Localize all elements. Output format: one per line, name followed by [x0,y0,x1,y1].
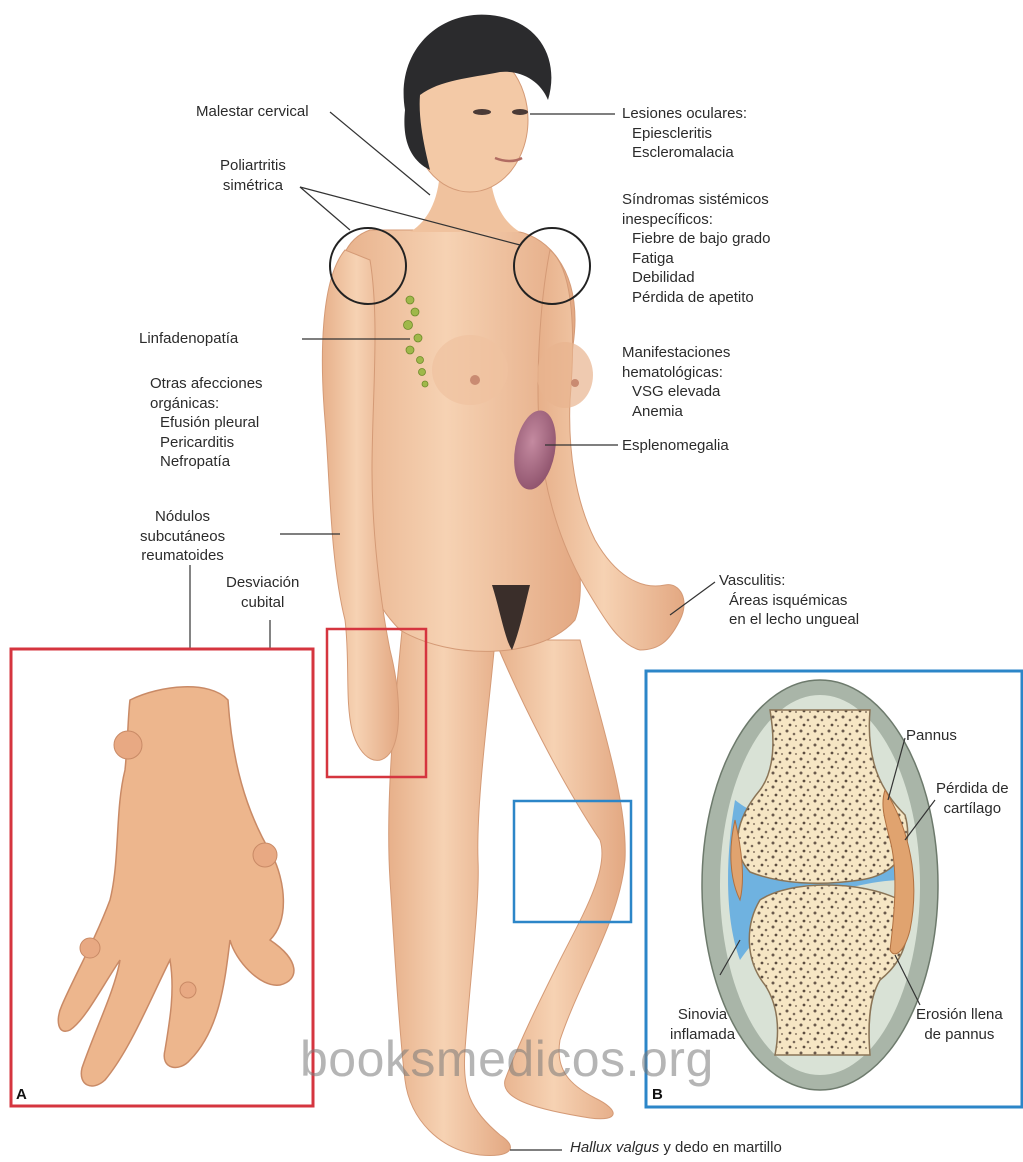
human-figure [322,15,684,1156]
manif-title-line2: hematológicas: [622,363,730,383]
otras-item: Pericarditis [150,433,263,453]
sindromas-item: Fatiga [622,249,770,269]
label-desviacion-cubital: Desviación cubital [226,573,299,612]
otras-title-line1: Otras afecciones [150,374,263,394]
vasculitis-item: Áreas isquémicas [719,591,859,611]
otras-title-line2: orgánicas: [150,394,263,414]
nodulos-line: Nódulos [140,507,225,527]
vasculitis-item: en el lecho ungueal [719,610,859,630]
sindromas-item: Debilidad [622,268,770,288]
label-perdida-cartilago: Pérdida de cartílago [936,779,1009,818]
lesiones-item: Epiescleritis [622,124,747,144]
lesiones-title: Lesiones oculares: [622,104,747,124]
hallux-rest: y dedo en martillo [659,1139,782,1156]
label-manifestaciones: Manifestaciones hematológicas: VSG eleva… [622,343,730,421]
label-malestar-cervical: Malestar cervical [196,102,309,122]
label-poliartritis: Poliartritis simétrica [220,156,286,195]
panel-a [11,649,313,1106]
label-linfadenopatia: Linfadenopatía [139,329,238,349]
hallux-italic: Hallux valgus [570,1139,659,1156]
sindromas-item: Pérdida de apetito [622,288,770,308]
label-sindromas: Síndromas sistémicos inespecíficos: Fieb… [622,190,770,307]
watermark: booksmedicos.org [300,1030,714,1088]
label-pannus: Pannus [906,726,957,746]
panel-a-letter: A [16,1086,27,1103]
label-lesiones-oculares: Lesiones oculares: Epiescleritis Esclero… [622,104,747,163]
label-erosion: Erosión llena de pannus [916,1005,1003,1044]
erosion-line: de pannus [916,1025,1003,1045]
sindromas-item: Fiebre de bajo grado [622,229,770,249]
manif-item: Anemia [622,402,730,422]
label-poliartritis-line1: Poliartritis [220,156,286,176]
panel-b-letter: B [652,1086,663,1103]
perdida-line: cartílago [936,799,1009,819]
label-vasculitis: Vasculitis: Áreas isquémicas en el lecho… [719,571,859,630]
label-esplenomegalia: Esplenomegalia [622,436,729,456]
desviacion-line: cubital [226,593,299,613]
otras-item: Efusión pleural [150,413,263,433]
nodulos-line: reumatoides [140,546,225,566]
label-poliartritis-line2: simétrica [220,176,286,196]
vasculitis-title: Vasculitis: [719,571,859,591]
manif-item: VSG elevada [622,382,730,402]
lesiones-item: Escleromalacia [622,143,747,163]
label-otras-afecciones: Otras afecciones orgánicas: Efusión pleu… [150,374,263,472]
otras-item: Nefropatía [150,452,263,472]
erosion-line: Erosión llena [916,1005,1003,1025]
sinovia-line: Sinovia [670,1005,735,1025]
perdida-line: Pérdida de [936,779,1009,799]
desviacion-line: Desviación [226,573,299,593]
label-hallux-valgus: Hallux valgus y dedo en martillo [570,1139,782,1156]
nodulos-line: subcutáneos [140,527,225,547]
sindromas-title-line2: inespecíficos: [622,210,770,230]
label-nodulos: Nódulos subcutáneos reumatoides [140,507,225,566]
manif-title-line1: Manifestaciones [622,343,730,363]
sindromas-title-line1: Síndromas sistémicos [622,190,770,210]
